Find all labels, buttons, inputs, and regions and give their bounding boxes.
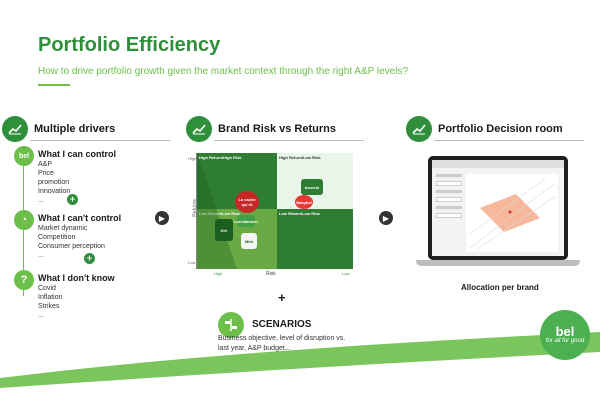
driver-item: Covid: [38, 285, 56, 292]
driver-item: A&P: [38, 161, 53, 168]
driver-item: Innovation: [38, 188, 71, 195]
plus-sign: +: [278, 290, 286, 305]
title-underline: [38, 84, 70, 86]
driver-item: Strikes: [38, 303, 60, 310]
matrix-y-tick: High: [188, 156, 197, 161]
driver-item: Consumer perception: [38, 243, 105, 250]
matrix-x-tick: High: [214, 271, 223, 276]
section-divider: [30, 140, 170, 141]
brand-logo: Babybel: [295, 195, 313, 209]
section-label: Brand Risk vs Returns: [218, 123, 336, 135]
matrix-y-tick: Low: [188, 260, 196, 265]
driver-dont-know: ? What I don't know Covid Inflation Stri…: [14, 270, 115, 320]
brand-logo: boursin: [301, 179, 323, 195]
brand-logo: La vache qui rit: [235, 191, 259, 213]
scenarios-icon: [218, 312, 244, 338]
driver-item: Price: [38, 170, 54, 177]
risk-return-matrix: High Return/High Risk High Return/Low Ri…: [196, 153, 353, 269]
scenarios-title: SCENARIOS: [252, 319, 312, 330]
chart-trend-icon: [186, 116, 212, 142]
driver-items: Covid Inflation Strikes ...: [38, 284, 115, 320]
matrix-x-tick: Low: [342, 271, 350, 276]
next-arrow-icon[interactable]: ▶: [155, 211, 169, 225]
page-title: Portfolio Efficiency: [38, 34, 221, 56]
bel-logo-name: bel: [555, 324, 575, 339]
bel-logo: bel for all for good: [540, 310, 590, 360]
dashboard-filters: [436, 174, 462, 244]
decorative-wave: [0, 332, 600, 400]
question-icon: ?: [14, 270, 34, 290]
section-label: Multiple drivers: [34, 123, 116, 135]
driver-item: Competition: [38, 234, 76, 241]
driver-item: Market dynamic: [38, 225, 88, 232]
section-divider: [214, 140, 364, 141]
chart-trend-icon: [406, 116, 432, 142]
driver-item: Inflation: [38, 294, 63, 301]
brand-logo: Leerdammer: [234, 215, 258, 227]
page-subtitle: How to drive portfolio growth given the …: [38, 66, 409, 77]
add-driver-button[interactable]: +: [67, 194, 78, 205]
laptop-screen: [428, 156, 568, 260]
next-arrow-icon[interactable]: ▶: [379, 211, 393, 225]
brand-logo: Kiri: [215, 219, 233, 241]
pie-clock-icon: ◔: [14, 210, 34, 230]
scenarios-description: Business objective, level of disruption …: [218, 335, 346, 352]
driver-connector: [23, 166, 24, 296]
dashboard-header: [432, 160, 564, 168]
section-decision-room: Portfolio Decision room: [406, 116, 563, 142]
bel-badge-icon: bel: [14, 146, 34, 166]
allocation-caption: Allocation per brand: [461, 283, 539, 292]
section-label: Portfolio Decision room: [438, 123, 563, 135]
laptop-base: [416, 260, 580, 266]
dashboard-preview: [432, 160, 564, 256]
driver-items: A&P Price promotion Innovation ...: [38, 160, 116, 205]
driver-title: What I can't control: [38, 213, 122, 223]
section-divider: [434, 140, 584, 141]
matrix-diagonal: [197, 153, 237, 269]
quadrant-low-return-low-risk: Low Return/Low Risk: [277, 209, 353, 269]
driver-cant-control: ◔ What I can't control Market dynamic Co…: [14, 210, 121, 260]
driver-item: promotion: [38, 179, 70, 186]
chart-trend-icon: [2, 116, 28, 142]
driver-more: ...: [38, 252, 44, 259]
driver-items: Market dynamic Competition Consumer perc…: [38, 224, 121, 260]
driver-more: ...: [38, 312, 44, 319]
driver-title: What I can control: [38, 149, 117, 159]
add-driver-button[interactable]: +: [84, 253, 95, 264]
dashboard-chart: [466, 174, 558, 252]
driver-title: What I don't know: [38, 273, 115, 283]
driver-more: ...: [38, 197, 44, 204]
brand-logo: Mini: [241, 233, 257, 249]
matrix-x-axis-label: Risk: [266, 271, 276, 277]
section-brand-risk: Brand Risk vs Returns: [186, 116, 336, 142]
bel-logo-tagline: for all for good: [545, 338, 585, 344]
driver-can-control: bel What I can control A&P Price promoti…: [14, 146, 116, 205]
section-multiple-drivers: Multiple drivers: [2, 116, 115, 142]
